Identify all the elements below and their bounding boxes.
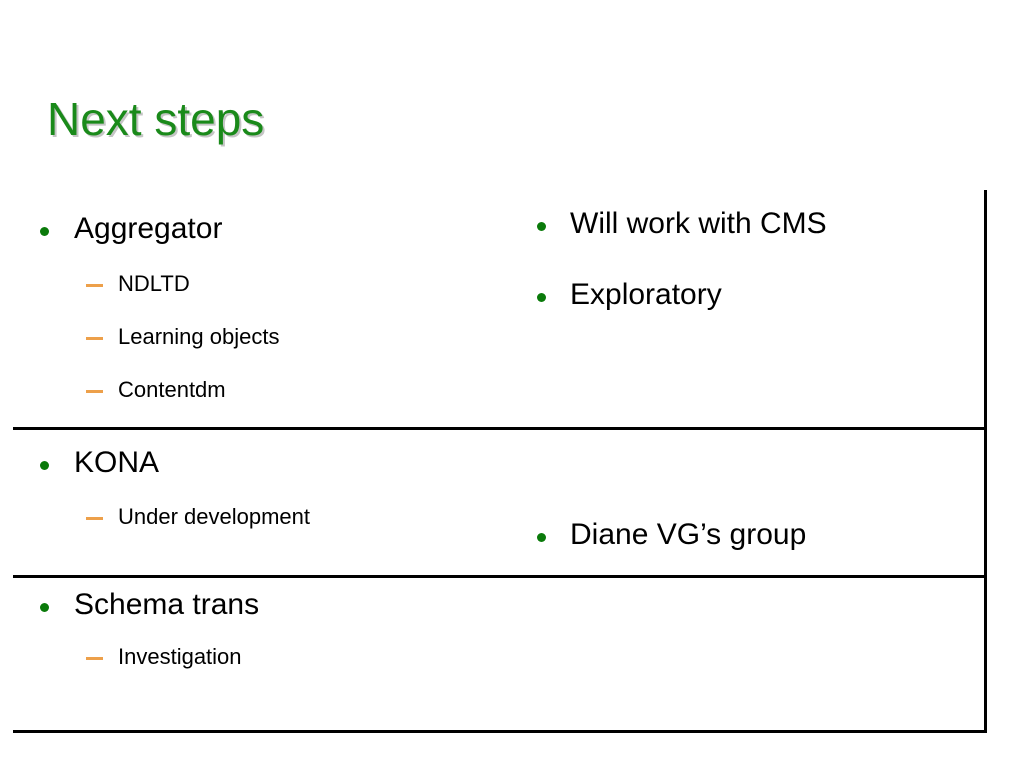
list-item-label: Exploratory (570, 278, 722, 311)
list-item-label: Learning objects (118, 324, 280, 349)
bullet-dash-icon (86, 337, 103, 341)
list-item[interactable]: Exploratory (510, 280, 984, 310)
list-item-label: NDLTD (118, 271, 190, 296)
list-item[interactable]: Will work with CMS (510, 209, 984, 239)
list-item-label: Investigation (118, 644, 242, 669)
bullet-dash-icon (86, 284, 103, 288)
list-item-label: Contentdm (118, 377, 226, 402)
bullet-list: Aggregator NDLTD Learning objects Conten… (13, 214, 510, 401)
list-item[interactable]: Schema trans (13, 590, 510, 620)
content-table: Aggregator NDLTD Learning objects Conten… (13, 190, 987, 733)
table-cell-left: Aggregator NDLTD Learning objects Conten… (13, 190, 510, 430)
list-item[interactable]: Aggregator (13, 214, 510, 244)
table-row: Schema trans Investigation (13, 576, 987, 733)
list-item-label: Under development (118, 504, 311, 529)
bullet-list: Schema trans Investigation (13, 590, 510, 668)
bullet-dash-icon (86, 657, 103, 661)
list-item-label: Diane VG’s group (570, 518, 807, 551)
list-item[interactable]: NDLTD (13, 273, 510, 295)
bullet-dot-icon (537, 221, 546, 231)
bullet-dash-icon (86, 517, 103, 521)
list-item-label: Will work with CMS (570, 207, 827, 240)
bullet-dot-icon (40, 226, 49, 236)
table-row: Aggregator NDLTD Learning objects Conten… (13, 190, 987, 430)
table-cell-right (510, 576, 987, 733)
list-item[interactable]: Learning objects (13, 326, 510, 348)
bullet-dot-icon (537, 292, 546, 302)
list-item-label: Aggregator (74, 212, 223, 245)
table-cell-right: Will work with CMS Exploratory (510, 190, 987, 430)
bullet-list: Diane VG’s group (510, 520, 984, 550)
list-item[interactable]: Contentdm (13, 379, 510, 401)
table-cell-right: Diane VG’s group (510, 428, 987, 578)
bullet-dot-icon (40, 602, 49, 612)
list-item[interactable]: Under development (13, 506, 510, 528)
table-cell-left: Schema trans Investigation (13, 576, 510, 733)
list-item[interactable]: Investigation (13, 646, 510, 668)
bullet-dot-icon (537, 532, 546, 542)
list-item[interactable]: KONA (13, 448, 510, 478)
page-title: Next steps (47, 92, 265, 145)
bullet-dash-icon (86, 390, 103, 394)
bullet-list: KONA Under development (13, 448, 510, 528)
list-item-label: KONA (74, 446, 160, 479)
list-item[interactable]: Diane VG’s group (510, 520, 984, 550)
table-cell-left: KONA Under development (13, 428, 510, 578)
table-row: KONA Under development Diane VG’s group (13, 428, 987, 578)
bullet-list: Will work with CMS Exploratory (510, 209, 984, 310)
list-item-label: Schema trans (74, 588, 260, 621)
bullet-dot-icon (40, 460, 49, 470)
